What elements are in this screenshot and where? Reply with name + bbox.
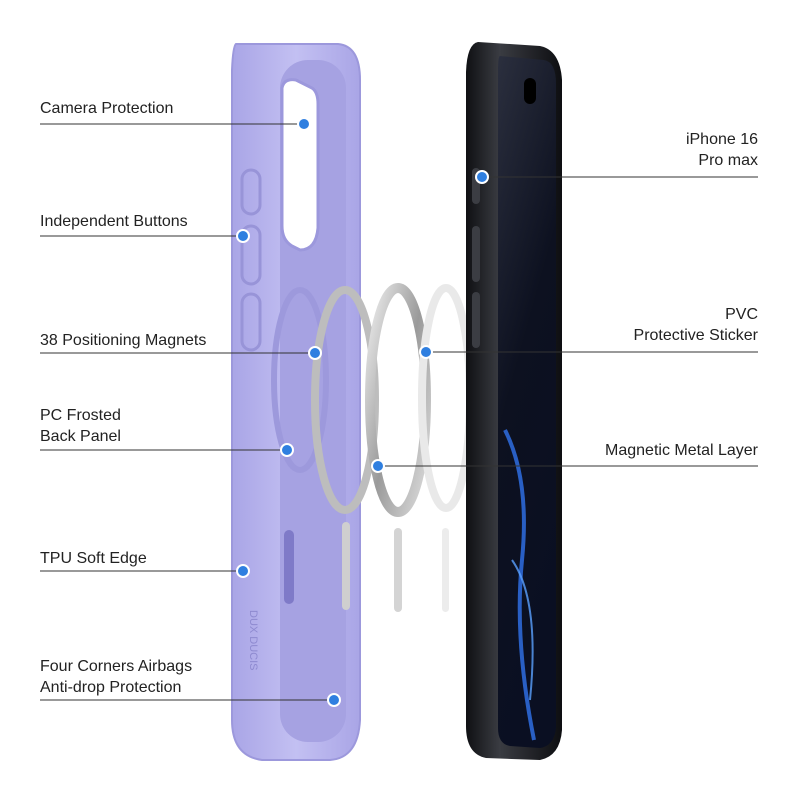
label-soft-edge: TPU Soft Edge [40,550,147,567]
label-camera-protection: Camera Protection [40,100,174,117]
dot-airbags [327,693,341,707]
dot-camera [297,117,311,131]
label-positioning-magnets: 38 Positioning Magnets [40,332,207,349]
dot-back-panel [280,443,294,457]
brand-watermark: DUX DUCIS [247,610,259,671]
dot-magnets [308,346,322,360]
dot-soft-edge [236,564,250,578]
leader-lines [40,123,758,701]
dot-metal [371,459,385,473]
label-metal-layer: Magnetic Metal Layer [605,442,758,459]
dot-pvc [419,345,433,359]
dot-iphone [475,170,489,184]
callout-dots [236,117,489,707]
phone-case: DUX DUCIS [231,43,361,761]
label-independent-buttons: Independent Buttons [40,213,188,230]
label-back-panel: PC Frosted Back Panel [40,407,121,445]
dot-buttons [236,229,250,243]
magnet-rings [311,283,474,612]
label-corner-airbags: Four Corners Airbags Anti-drop Protectio… [40,658,193,696]
label-iphone-model: iPhone 16 Pro max [685,131,758,169]
label-pvc-sticker: PVC Protective Sticker [633,306,758,344]
iphone [466,42,562,760]
